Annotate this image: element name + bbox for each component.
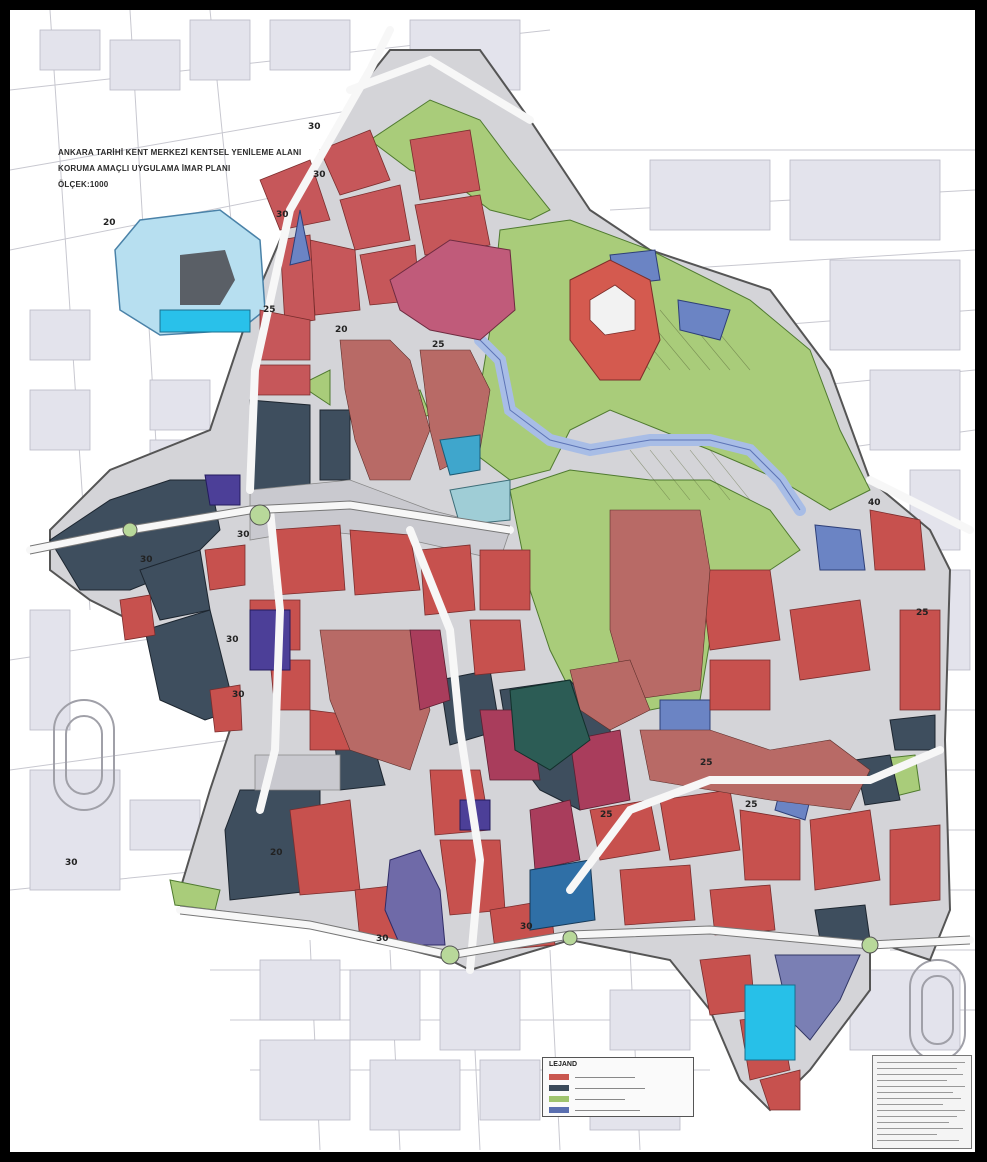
note-line — [877, 1128, 963, 1129]
note-line — [877, 1110, 965, 1111]
legend-entry-line — [575, 1099, 625, 1100]
road-label: 25 — [700, 758, 713, 768]
university-zone-lilac[interactable] — [384, 849, 446, 946]
map-frame: ANKARA TARİHİ KENT MERKEZİ KENTSEL YENİL… — [10, 10, 975, 1152]
civic-plaza-zones — [249, 479, 511, 791]
note-line — [877, 1086, 965, 1087]
legend-swatch — [549, 1107, 569, 1113]
teal-green-zone[interactable] — [509, 679, 591, 771]
map-legend: LEJAND — [542, 1057, 694, 1117]
road-label: 30 — [65, 858, 78, 868]
road-label: 25 — [600, 810, 613, 820]
road-label: 30 — [276, 210, 289, 220]
note-line — [877, 1134, 937, 1135]
road-label: 20 — [103, 218, 116, 228]
note-line — [877, 1140, 959, 1141]
historic-fabric-zones[interactable] — [319, 339, 871, 811]
legend-entry-line — [575, 1110, 640, 1111]
road-label: 30 — [313, 170, 326, 180]
road-label: 30 — [520, 922, 533, 932]
plan-notes — [872, 1055, 972, 1149]
road-label: 30 — [226, 635, 239, 645]
road-label: 30 — [232, 690, 245, 700]
legend-swatch — [549, 1085, 569, 1091]
cyan-block-central[interactable] — [439, 434, 481, 476]
road-label: 25 — [263, 305, 276, 315]
note-line — [877, 1062, 965, 1063]
road-label: 30 — [237, 530, 250, 540]
mixed-use-zones[interactable] — [409, 629, 631, 871]
sports-facility-cyan[interactable] — [159, 309, 251, 333]
hill-residential-ring-inner — [589, 284, 636, 336]
note-line — [877, 1092, 953, 1093]
note-line — [877, 1098, 961, 1099]
road-label: 40 — [868, 498, 881, 508]
legend-entry-line — [575, 1077, 635, 1078]
master-plan-map[interactable] — [10, 10, 975, 1152]
road-label: 25 — [916, 608, 929, 618]
road-label: 25 — [432, 340, 445, 350]
plan-scale: ÖLÇEK:1000 — [58, 180, 109, 189]
note-line — [877, 1068, 957, 1069]
legend-entry-line — [575, 1088, 645, 1089]
legend-title: LEJAND — [549, 1061, 578, 1068]
note-line — [877, 1080, 947, 1081]
market-zone-pink[interactable] — [389, 239, 516, 341]
road-label: 20 — [270, 848, 283, 858]
public-facility-zones[interactable] — [289, 209, 866, 821]
roundabouts — [122, 504, 879, 965]
plan-title-line-1: ANKARA TARİHİ KENT MERKEZİ KENTSEL YENİL… — [58, 148, 302, 157]
road-label: 30 — [308, 122, 321, 132]
note-line — [877, 1116, 957, 1117]
pale-cyan-zone[interactable] — [449, 479, 511, 526]
note-line — [877, 1074, 963, 1075]
note-line — [877, 1122, 949, 1123]
stadium-left — [53, 699, 115, 811]
legend-swatch — [549, 1074, 569, 1080]
note-line — [877, 1104, 943, 1105]
river-edge — [479, 339, 801, 511]
road-label: 20 — [335, 325, 348, 335]
plan-title-line-2: KORUMA AMAÇLI UYGULAMA İMAR PLANI — [58, 164, 231, 173]
road-label: 25 — [745, 800, 758, 810]
park-zone-triangle — [299, 369, 331, 406]
pond-building — [180, 250, 235, 305]
road-label: 30 — [376, 934, 389, 944]
legend-swatch — [549, 1096, 569, 1102]
sports-hall-cyan[interactable] — [744, 984, 796, 1061]
road-label: 30 — [140, 555, 153, 565]
